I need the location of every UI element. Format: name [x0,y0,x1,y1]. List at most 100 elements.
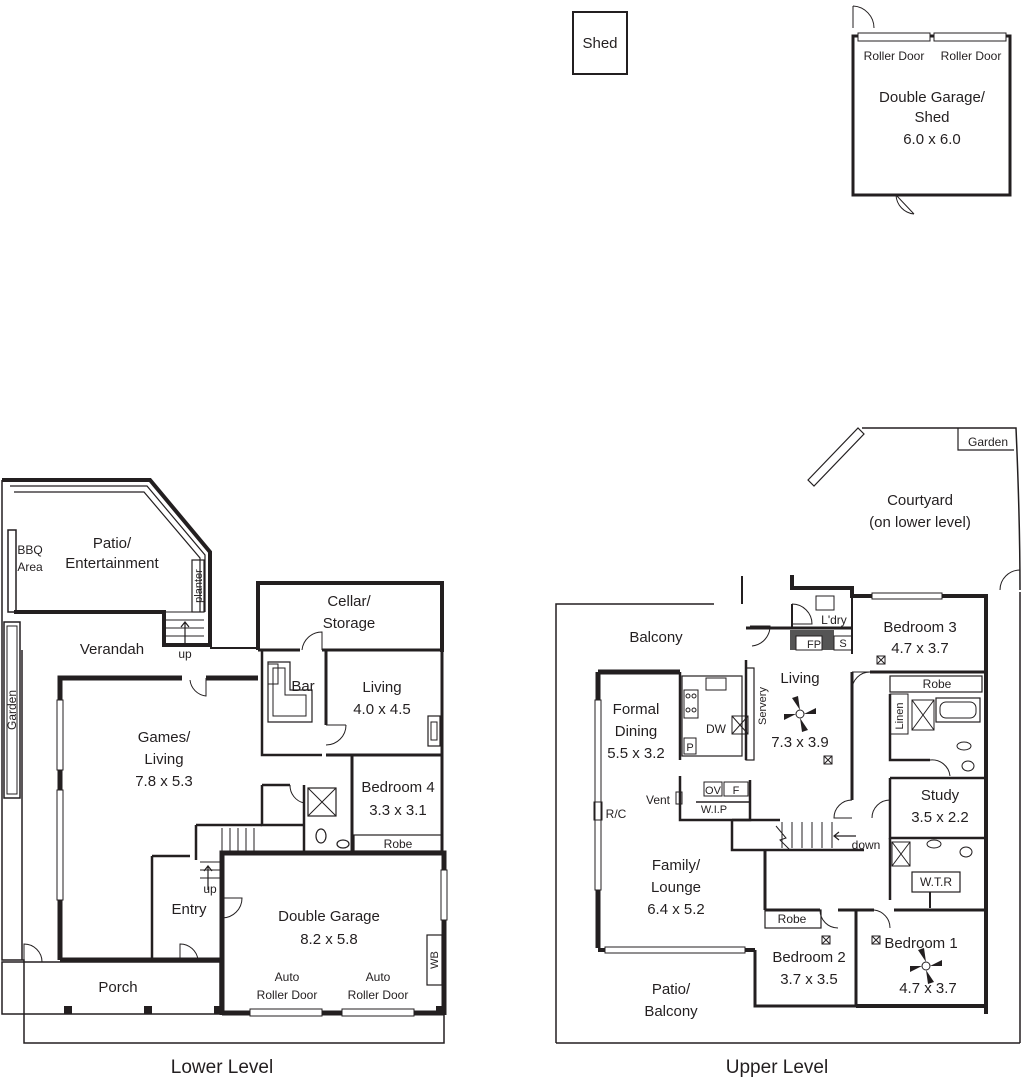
cellar-door-swing [301,631,323,651]
upper-living-right-door [833,799,853,819]
courtyard-label-line2: (on lower level) [869,514,971,531]
cooktop-burner-3 [685,707,691,713]
study-label: Study [921,787,960,804]
s-box [833,635,853,651]
upper-living-light [823,755,833,765]
vent-label: Vent [646,793,671,807]
upper-stair-walls [730,818,864,852]
porch-post-2 [144,1006,152,1014]
wip-ov [703,781,723,797]
bbq-label-line2: Area [17,560,43,574]
lower-shower [307,787,337,817]
servery-label: Servery [757,687,769,725]
down-arrow [833,831,856,841]
family-lounge-line2: Lounge [651,879,701,896]
ensuite1-toilet [959,846,973,858]
upper-living-ceiling-fan [784,696,816,732]
patio-inner-line-2 [10,485,206,612]
entry-walls [150,854,190,960]
ensuite1-shower [891,841,911,867]
ldry-door [791,603,813,625]
entry-up-arrow [203,865,213,890]
wb-label: WB [429,951,441,969]
garage-shed-size: 6.0 x 6.0 [903,131,961,148]
bedroom3-label: Bedroom 3 [883,619,956,636]
cooktop-burner-1 [685,693,691,699]
cellar-label-line1: Cellar/ [327,593,371,610]
auto-roller-door-2-line2: Roller Door [348,988,409,1002]
lower-ensuite-walls [302,785,352,855]
ldry-trough [815,595,835,611]
bbq-label-line1: BBQ [17,543,42,557]
ov-label: OV [705,785,722,797]
auto-roller-door-1-line2: Roller Door [257,988,318,1002]
cellar-walls [256,581,444,652]
garage-shed-door-swing-top [852,5,875,29]
cooktop-burner-2 [691,693,697,699]
bar-counter [267,661,313,723]
vent-box [675,791,683,805]
games-label-line1: Games/ [138,729,191,746]
rc-label: R/C [606,807,627,821]
garage-shed-outline [851,34,1012,197]
lower-hall-wall [260,783,304,827]
bedroom3-light-x [876,655,886,665]
upper-family-window [604,946,746,954]
upper-level-caption: Upper Level [726,1057,828,1078]
bedroom2-robe-label: Robe [778,912,807,926]
bedroom3-window-top [871,592,943,600]
courtyard-door [999,569,1021,591]
lower-level-caption: Lower Level [171,1057,273,1078]
planter-label: planter [193,569,205,603]
verandah-left-line [22,650,60,678]
bar-sink [267,663,279,685]
cooktop-burner-4 [691,707,697,713]
family-lounge-line1: Family/ [652,857,701,874]
outbuildings: Shed Roller Door Roller Door Double Gara… [572,5,1012,215]
upper-living-size: 7.3 x 3.9 [771,734,829,751]
entry-label: Entry [171,901,207,918]
lower-garden-label: Garden [5,690,19,730]
bedroom2-robe [764,909,822,929]
auto-roller-door-2 [341,1008,415,1017]
bedroom2-door [819,909,839,929]
verandah-label: Verandah [80,641,144,658]
lower-site-boundary [1,480,445,1044]
games-window-2 [56,789,64,901]
bedroom3-size: 4.7 x 3.7 [891,640,949,657]
upper-shower-x [911,699,935,731]
wb-bench [426,934,443,986]
lower-basin [336,839,350,849]
bedroom1-light [871,935,881,945]
games-size: 7.8 x 5.3 [135,773,193,790]
auto-roller-door-1-line1: Auto [275,970,300,984]
lower-garage-window [440,869,448,921]
wtr-box [911,871,961,893]
garage-post [436,1006,444,1014]
bedroom1-label: Bedroom 1 [884,935,957,952]
patio-inner-line [14,491,201,612]
servery-bench [745,667,755,761]
bedroom4-size: 3.3 x 3.1 [369,802,427,819]
patio-balcony-line2: Balcony [644,1003,698,1020]
study-size: 3.5 x 2.2 [911,809,969,826]
upper-living-label: Living [780,670,819,687]
ensuite1-shower-x [891,841,911,867]
patio-balcony-line1: Patio/ [652,981,691,998]
lower-living-size: 4.0 x 4.5 [353,701,411,718]
entry-door [179,943,199,961]
kitchen-dw-cross [731,715,749,735]
s-label: S [839,638,846,650]
ensuite1-walls [888,838,988,900]
garage-shed-name-line2: Shed [914,109,949,126]
patio-up-arrow [180,621,190,645]
wtr-label: W.T.R [920,875,952,889]
ensuite1-basin [926,839,942,849]
bedroom1-size: 4.7 x 3.7 [899,980,957,997]
lower-garage-door-swing [221,897,243,919]
bedroom1-ceiling-fan [910,948,942,984]
upper-garden-label: Garden [968,435,1008,449]
pantry-label: P [686,742,693,754]
kitchen-pantry [683,737,697,755]
bedroom4-robe-label: Robe [384,837,413,851]
